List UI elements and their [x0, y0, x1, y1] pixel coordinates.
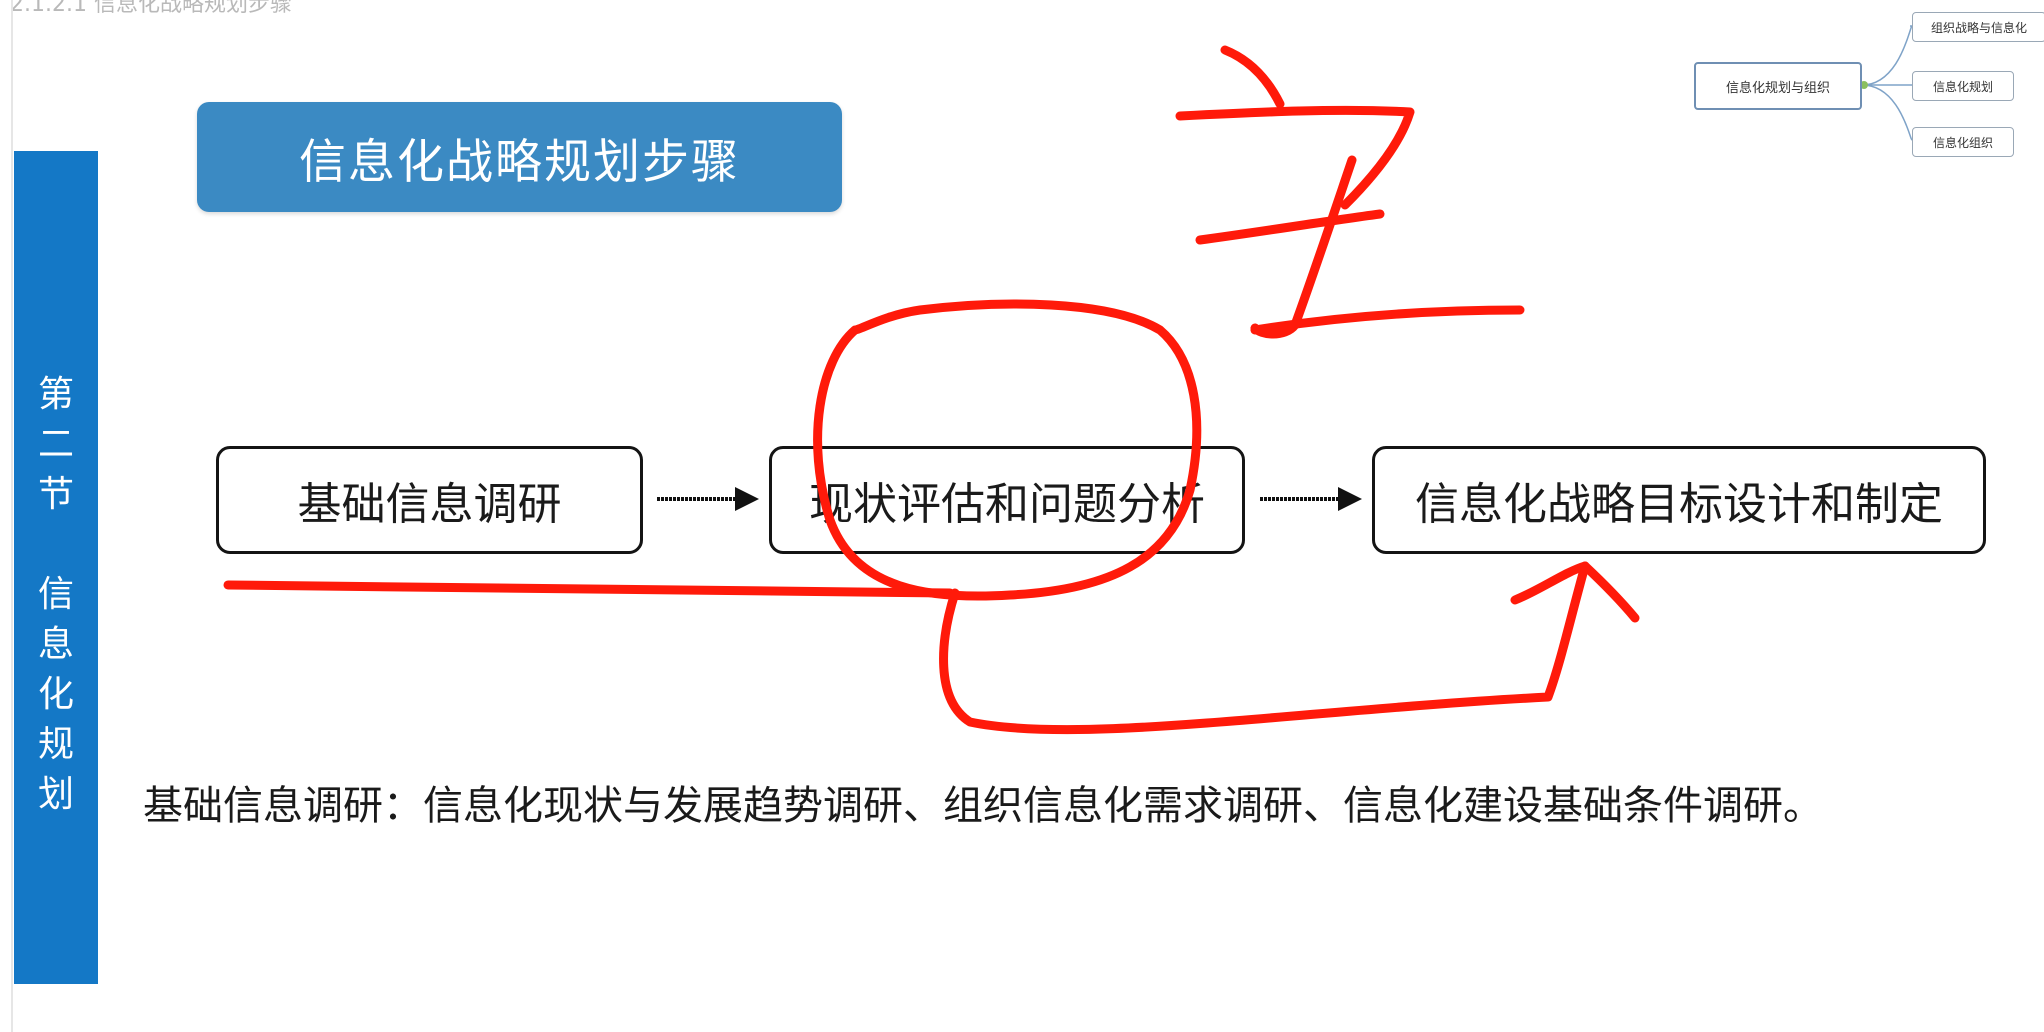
step-label: 现状评估和问题分析 — [809, 479, 1205, 530]
annotation-arrowhead — [1510, 561, 1640, 623]
annotation-char-stroke — [1220, 45, 1285, 109]
slide-title: 信息化战略规划步骤 — [299, 134, 740, 190]
annotation-char-stroke — [1175, 105, 1415, 210]
step-strategy-goal-design: 信息化战略目标设计和制定 — [1372, 446, 1986, 554]
step-label: 基础信息调研 — [297, 479, 562, 530]
step-description: 基础信息调研：信息化现状与发展趋势调研、组织信息化需求调研、信息化建设基础条件调… — [143, 783, 1823, 829]
arrow-right-icon — [657, 487, 759, 511]
section-sidebar — [14, 151, 98, 984]
breadcrumb: 2.1.2.1 信息化战略规划步骤 — [10, 0, 292, 17]
mindmap-main-node[interactable]: 信息化规划与组织 — [1694, 62, 1862, 110]
section-sidebar-label: 第 二 节 信 息 化 规 划 — [37, 374, 74, 815]
annotation-char-stroke — [1195, 209, 1385, 245]
annotation-loop-arrow — [939, 561, 1590, 735]
mindmap-child-node[interactable]: 信息化组织 — [1912, 127, 2014, 157]
step-status-assessment: 现状评估和问题分析 — [769, 446, 1245, 554]
mindmap-child-node[interactable]: 信息化规划 — [1912, 71, 2014, 101]
step-basic-research: 基础信息调研 — [216, 446, 643, 554]
slide-title-box: 信息化战略规划步骤 — [197, 102, 842, 212]
step-label: 信息化战略目标设计和制定 — [1415, 479, 1943, 530]
arrow-right-icon — [1260, 487, 1362, 511]
left-divider — [11, 0, 13, 1032]
mindmap-connectors — [1860, 25, 1913, 141]
annotation-char-stroke — [1250, 305, 1525, 335]
mindmap-child-node[interactable]: 组织战略与信息化 — [1912, 12, 2044, 42]
annotation-underline — [223, 580, 955, 598]
mindmap-thumbnail[interactable]: 信息化规划与组织 组织战略与信息化 信息化规划 信息化组织 — [1680, 0, 2044, 160]
annotation-char-stroke — [1250, 155, 1357, 339]
